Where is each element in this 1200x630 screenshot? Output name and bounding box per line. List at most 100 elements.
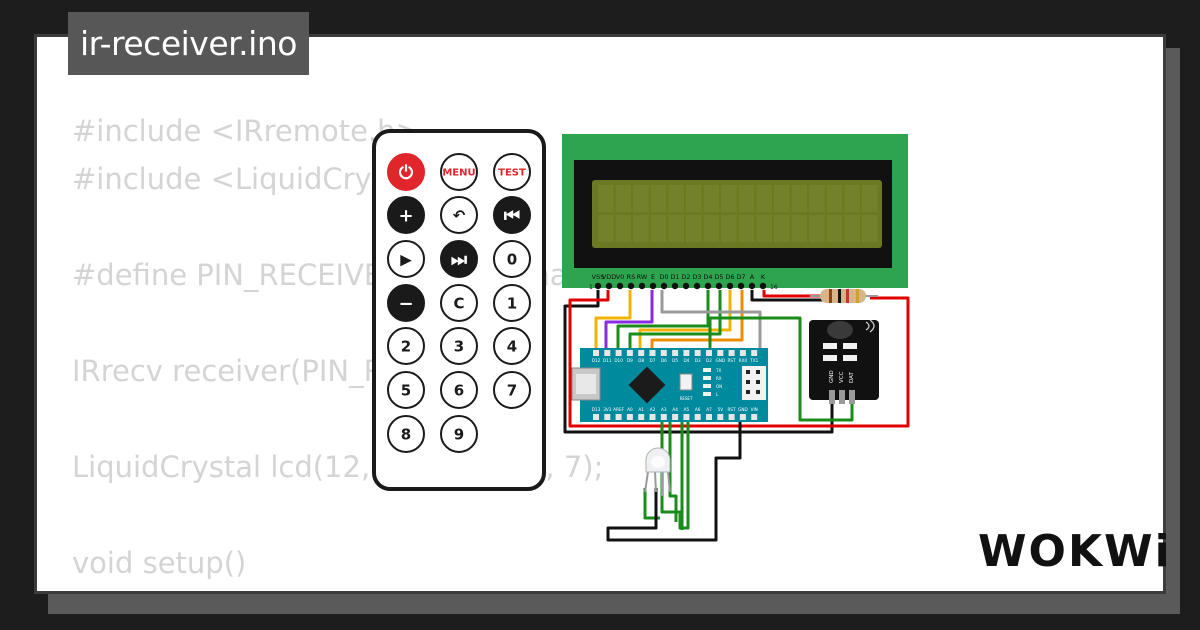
nano-top-pin-label: D12 — [592, 358, 601, 363]
nano-bottom-pin — [672, 414, 679, 420]
remote-button-3[interactable]: 3 — [440, 327, 478, 365]
rgb-led[interactable] — [644, 447, 671, 496]
lcd-cell — [721, 185, 737, 212]
lcd-pin-hole — [693, 282, 701, 290]
reset-button[interactable] — [679, 373, 693, 391]
lcd-cell — [615, 215, 632, 242]
remote-button-power[interactable]: ⏻ — [387, 153, 425, 191]
lcd-cell — [791, 215, 808, 242]
nano-top-pin-label: D11 — [603, 358, 612, 363]
nano-top-pin-label: D5 — [672, 358, 678, 363]
lcd-pin-label: K — [761, 273, 766, 281]
nano-bottom-pin-label: GND — [738, 407, 748, 412]
nano-top-pin — [593, 350, 599, 356]
preview-card: #include <IRremote.h>#include <LiquidCry… — [34, 34, 1166, 594]
nano-top-pin — [706, 350, 712, 356]
nano-led-rx — [703, 376, 711, 380]
remote-button-7[interactable]: 7 — [493, 371, 531, 409]
lcd-pin-hole — [638, 282, 646, 290]
lcd-pin-label: A — [750, 273, 755, 281]
lcd-pin-hole — [627, 282, 635, 290]
lcd-pin-hole — [660, 282, 668, 290]
nano-bottom-pin-label: RST — [728, 407, 737, 412]
nano-led-label: ON — [716, 384, 722, 389]
remote-button-prev[interactable]: ⏮ — [493, 196, 531, 234]
remote-button-label: 5 — [401, 381, 411, 399]
remote-button-5[interactable]: 5 — [387, 371, 425, 409]
lcd-pin-hole — [649, 282, 657, 290]
remote-button-2[interactable]: 2 — [387, 327, 425, 365]
remote-button-back[interactable]: ↶ — [440, 196, 478, 234]
nano-bottom-pin-label: A0 — [627, 407, 633, 412]
remote-button-plus[interactable]: + — [387, 196, 425, 234]
nano-bottom-pin — [728, 414, 735, 420]
lcd-cell — [756, 185, 772, 212]
remote-button-label: 2 — [401, 337, 411, 355]
nano-bottom-pin-label: A7 — [706, 407, 712, 412]
remote-button-c[interactable]: C — [440, 284, 478, 322]
remote-button-4[interactable]: 4 — [493, 327, 531, 365]
wire-vcc — [568, 290, 910, 428]
lcd-pin-hole — [748, 282, 756, 290]
lcd-pin-hole — [759, 282, 767, 290]
nano-top-pin — [604, 350, 611, 356]
nano-led-label: L — [716, 392, 719, 397]
icsp-header — [742, 366, 766, 400]
lcd-cell — [809, 215, 825, 242]
remote-button-label: 0 — [507, 250, 517, 268]
nano-bottom-pin — [626, 414, 633, 420]
nano-bottom-pin — [615, 414, 622, 420]
nano-top-pin — [717, 350, 724, 356]
lcd-character-grid — [598, 185, 878, 242]
remote-button-label: + — [398, 205, 413, 226]
remote-button-6[interactable]: 6 — [440, 371, 478, 409]
nano-bottom-pin-label: VIN — [751, 407, 758, 412]
nano-top-pin — [638, 350, 645, 356]
nano-top-pin — [660, 350, 667, 356]
remote-button-8[interactable]: 8 — [387, 415, 425, 453]
lcd-cell — [703, 215, 720, 242]
remote-button-9[interactable]: 9 — [440, 415, 478, 453]
ir-pin-vcc — [839, 390, 845, 404]
code-editor: #include <IRremote.h>#include <LiquidCry… — [72, 107, 830, 591]
ir-sensor-dome — [827, 321, 853, 339]
ir-pin-label: VCC — [839, 371, 845, 383]
resistor[interactable] — [810, 289, 878, 303]
remote-button-menu[interactable]: MENU — [440, 153, 478, 191]
lcd-pin-hole — [594, 282, 602, 290]
nano-top-pin — [751, 350, 758, 356]
lcd-pin-hole — [616, 282, 624, 290]
nano-mcu-chip — [628, 366, 666, 404]
nano-bottom-pin — [739, 414, 746, 420]
remote-button-1[interactable]: 1 — [493, 284, 531, 322]
nano-bottom-pin — [683, 414, 690, 420]
usb-port — [576, 374, 596, 394]
resistor-band-2 — [838, 289, 841, 303]
nano-top-pin-label: D4 — [683, 358, 689, 363]
ir-pin-dat — [849, 390, 855, 404]
lcd-cell — [738, 215, 755, 242]
remote-button-test[interactable]: TEST — [493, 153, 531, 191]
nano-bottom-pin — [649, 414, 656, 420]
lcd-pin-label: RW — [637, 273, 648, 281]
nano-led-l — [703, 392, 711, 396]
icsp-pins — [746, 370, 760, 394]
lcd-pin-label: D3 — [692, 273, 701, 281]
remote-button-next[interactable]: ⏭ — [440, 240, 478, 278]
lcd-cell — [598, 215, 614, 242]
remote-button-label: ⏭ — [451, 249, 468, 270]
remote-button-0[interactable]: 0 — [493, 240, 531, 278]
remote-button-play[interactable]: ▶ — [387, 240, 425, 278]
remote-button-minus[interactable]: − — [387, 284, 425, 322]
wire-d7 — [650, 290, 744, 352]
lcd-cell — [650, 215, 667, 242]
lcd-pin-label: D5 — [714, 273, 723, 281]
